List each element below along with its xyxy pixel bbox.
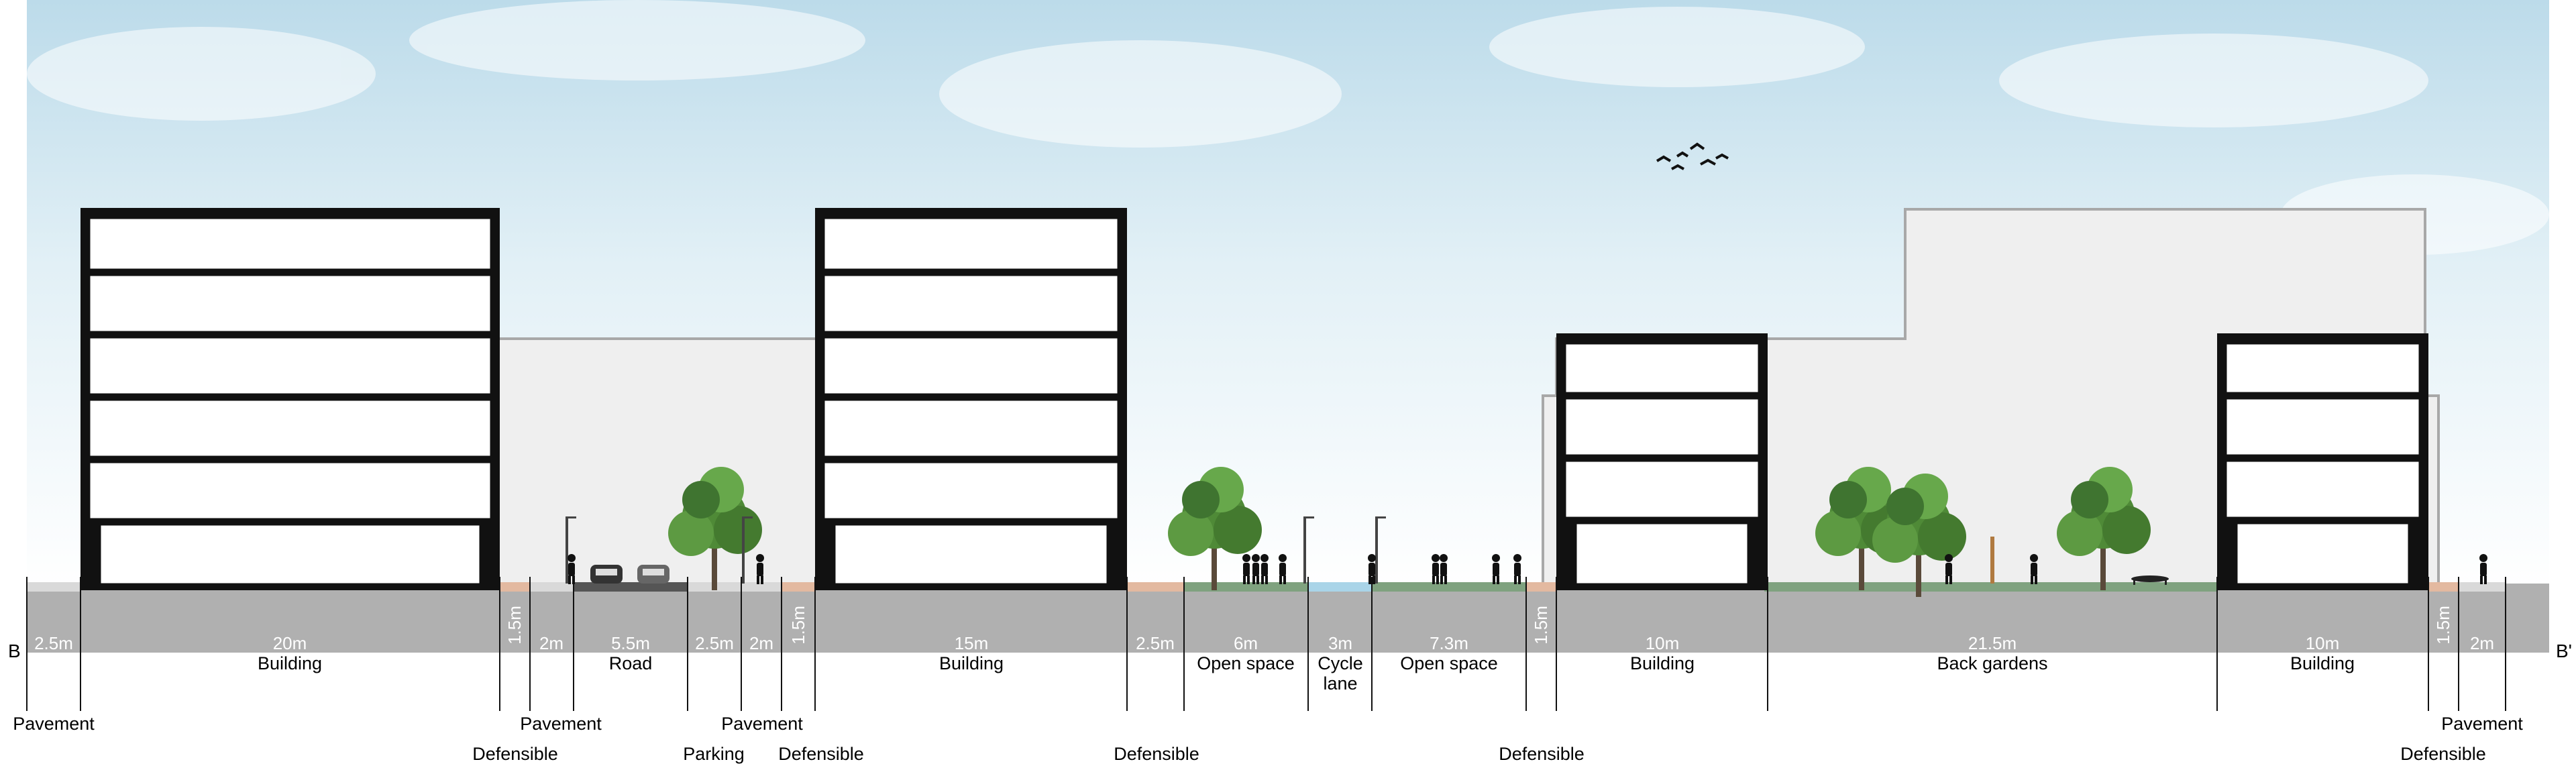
callout-pavement: Pavement xyxy=(721,714,803,734)
segment-name: Open space xyxy=(1197,653,1295,673)
section-marker-left: B xyxy=(8,641,21,661)
callout-pavement: Pavement xyxy=(520,714,602,734)
dim-label: 2m xyxy=(749,633,773,653)
dimension-labels: 2.5m 20m 1.5m 2m 5.5m 2.5m 2m 1.5m 15m 2… xyxy=(34,606,2494,653)
segment-name: Open space xyxy=(1400,653,1498,673)
dim-label: 5.5m xyxy=(611,633,650,653)
dim-label: 2m xyxy=(539,633,564,653)
building-4 xyxy=(2217,333,2428,590)
bird-icon xyxy=(1656,142,1729,170)
building-3 xyxy=(1556,333,1768,590)
callout-defensible: Defensible xyxy=(1114,744,1199,764)
segment-name: Road xyxy=(609,653,653,673)
dim-label: 15m xyxy=(955,633,989,653)
segment-name: Building xyxy=(258,653,322,673)
dim-label: 1.5m xyxy=(504,606,525,645)
dim-label: 20m xyxy=(273,633,307,653)
dim-label: 10m xyxy=(2306,633,2340,653)
building-1 xyxy=(80,208,500,590)
segment-names: Building Road Building Open space Cycle … xyxy=(258,653,2355,694)
dim-label: 2.5m xyxy=(34,633,73,653)
building-2 xyxy=(815,208,1127,590)
callout-labels: Pavement Pavement Pavement Pavement Defe… xyxy=(13,714,2523,764)
car-icon xyxy=(637,565,669,584)
segment-name: Building xyxy=(1630,653,1695,673)
dim-label: 21.5m xyxy=(1968,633,2017,653)
segment-name: lane xyxy=(1323,673,1357,694)
callout-parking: Parking xyxy=(683,744,745,764)
trampoline-icon xyxy=(2131,575,2169,585)
dim-label: 3m xyxy=(1328,633,1352,653)
garden-post xyxy=(1990,537,1994,584)
callout-defensible: Defensible xyxy=(472,744,558,764)
dim-label: 1.5m xyxy=(2433,606,2453,645)
callout-pavement: Pavement xyxy=(2441,714,2523,734)
dimension-ticks xyxy=(26,577,2506,711)
segment-name: Building xyxy=(2290,653,2355,673)
dim-label: 2m xyxy=(2470,633,2494,653)
dim-label: 1.5m xyxy=(788,606,808,645)
dim-label: 2.5m xyxy=(1136,633,1175,653)
dim-label: 1.5m xyxy=(1531,606,1551,645)
car-icon xyxy=(590,565,623,584)
dim-label: 10m xyxy=(1646,633,1680,653)
dim-label: 7.3m xyxy=(1430,633,1468,653)
callout-pavement: Pavement xyxy=(13,714,95,734)
callout-defensible: Defensible xyxy=(2400,744,2486,764)
dim-label: 2.5m xyxy=(695,633,734,653)
segment-name: Building xyxy=(939,653,1004,673)
ground-band xyxy=(27,582,2549,653)
dim-label: 6m xyxy=(1234,633,1258,653)
segment-name: Cycle xyxy=(1318,653,1363,673)
section-marker-right: B' xyxy=(2556,641,2572,661)
callout-defensible: Defensible xyxy=(1499,744,1585,764)
segment-name: Back gardens xyxy=(1937,653,2047,673)
callout-defensible: Defensible xyxy=(778,744,864,764)
